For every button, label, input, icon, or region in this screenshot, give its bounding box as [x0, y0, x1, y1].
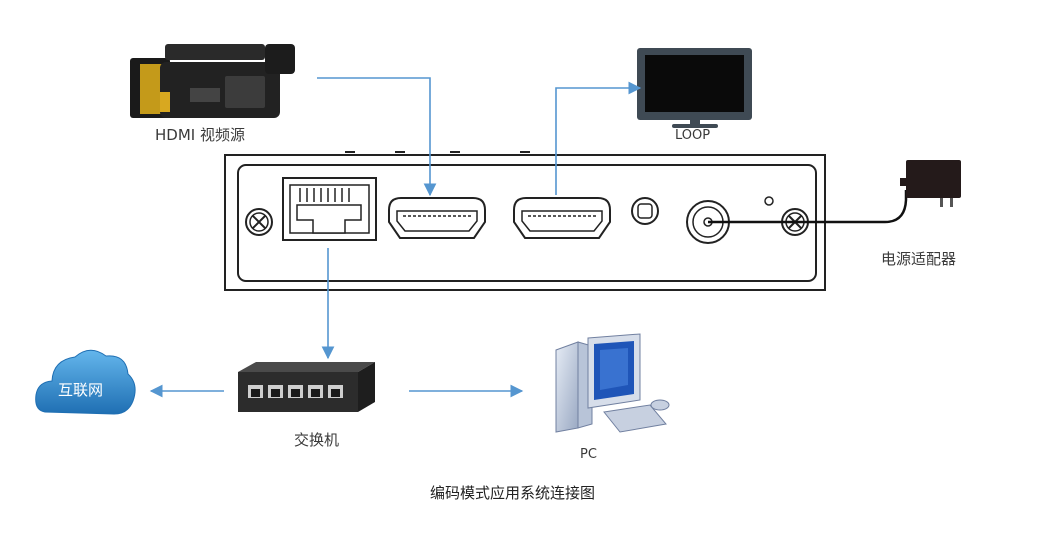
- pc-icon: [555, 333, 670, 433]
- loop-monitor-icon: [637, 48, 752, 128]
- power-cable: [708, 190, 908, 224]
- internet-label: 互联网: [58, 381, 104, 399]
- reset-button-icon: [631, 197, 659, 225]
- power-adapter-icon: [900, 160, 961, 207]
- camera-label: HDMI 视频源: [155, 126, 245, 144]
- network-switch-icon: [238, 362, 375, 412]
- video-camera-icon: [130, 44, 295, 118]
- arrow-camera-to-hdmi: [317, 77, 437, 197]
- pc-label: PC: [580, 447, 597, 462]
- diagram-caption: 编码模式应用系统连接图: [430, 484, 596, 502]
- power-adapter-label: 电源适配器: [881, 250, 957, 268]
- switch-label: 交换机: [294, 431, 340, 449]
- loop-label: LOOP: [675, 128, 711, 143]
- hdmi-in-port-icon: [388, 197, 486, 239]
- arrow-hdmi-to-loop: [555, 81, 642, 195]
- internet-cloud-icon: [35, 349, 136, 415]
- screw-left-icon: [245, 208, 273, 236]
- hdmi-loop-port-icon: [513, 197, 611, 239]
- rj45-port-icon: [282, 177, 377, 241]
- led-indicator-icon: [764, 196, 774, 206]
